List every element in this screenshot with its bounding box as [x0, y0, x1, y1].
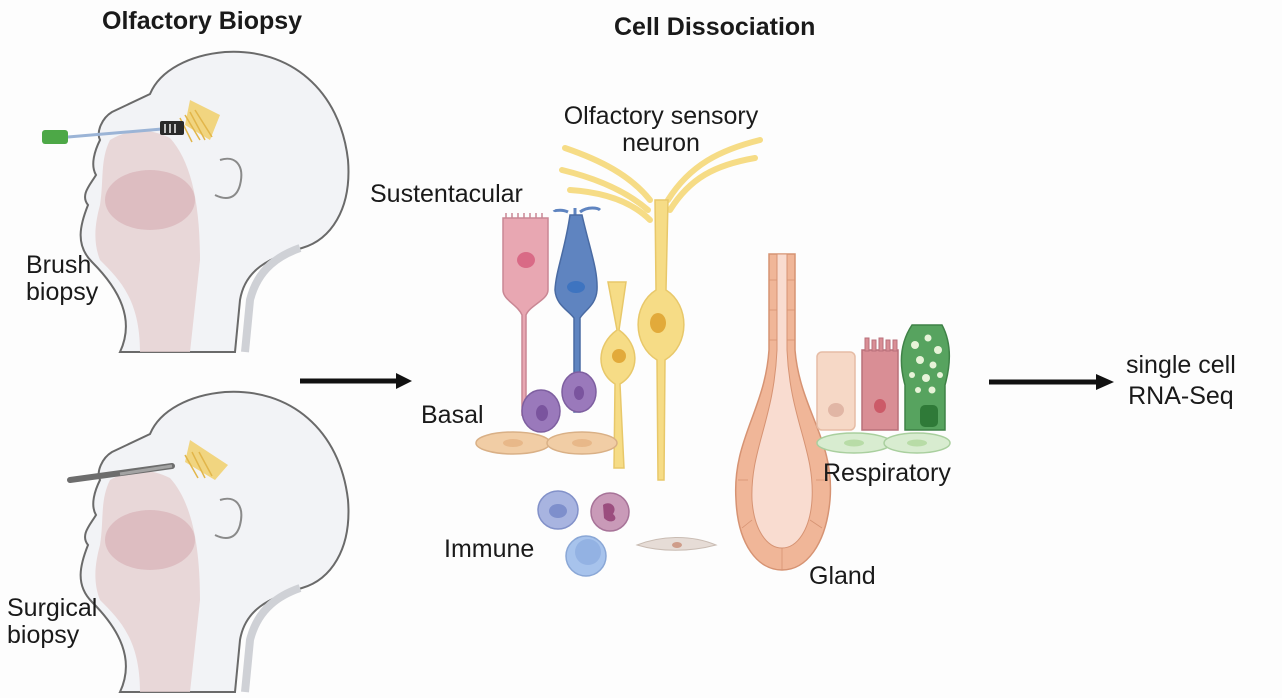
spindle-cell	[635, 537, 718, 551]
head-illustration-brush	[79, 50, 350, 353]
head-illustration-surgical	[79, 390, 350, 693]
basal-label: Basal	[421, 401, 484, 429]
brush-icon	[42, 121, 184, 144]
basal-cells	[475, 371, 618, 455]
brush-biopsy-label: Brush biopsy	[26, 251, 99, 306]
dissociation-section-title: Cell Dissociation	[614, 13, 816, 41]
respiratory-label: Respiratory	[823, 459, 951, 487]
rnaseq-label: single cell RNA-Seq	[1126, 351, 1236, 410]
respiratory-cells	[816, 324, 951, 454]
immune-cells	[537, 490, 630, 577]
olfactory-sensory-neuron	[559, 137, 763, 481]
surgical-biopsy-label: Surgical biopsy	[7, 594, 98, 649]
immune-label: Immune	[444, 535, 535, 563]
sustentacular-label: Sustentacular	[370, 180, 523, 208]
gland-label: Gland	[809, 562, 876, 590]
arrow-to-rnaseq	[989, 374, 1114, 390]
scalpel-icon	[67, 463, 175, 483]
osn-label: Olfactory sensory neuron	[563, 102, 759, 157]
sustentacular-cell	[502, 213, 549, 416]
arrow-to-dissociation	[300, 373, 412, 389]
biopsy-section-title: Olfactory Biopsy	[102, 7, 303, 35]
immature-neuron	[600, 281, 636, 469]
